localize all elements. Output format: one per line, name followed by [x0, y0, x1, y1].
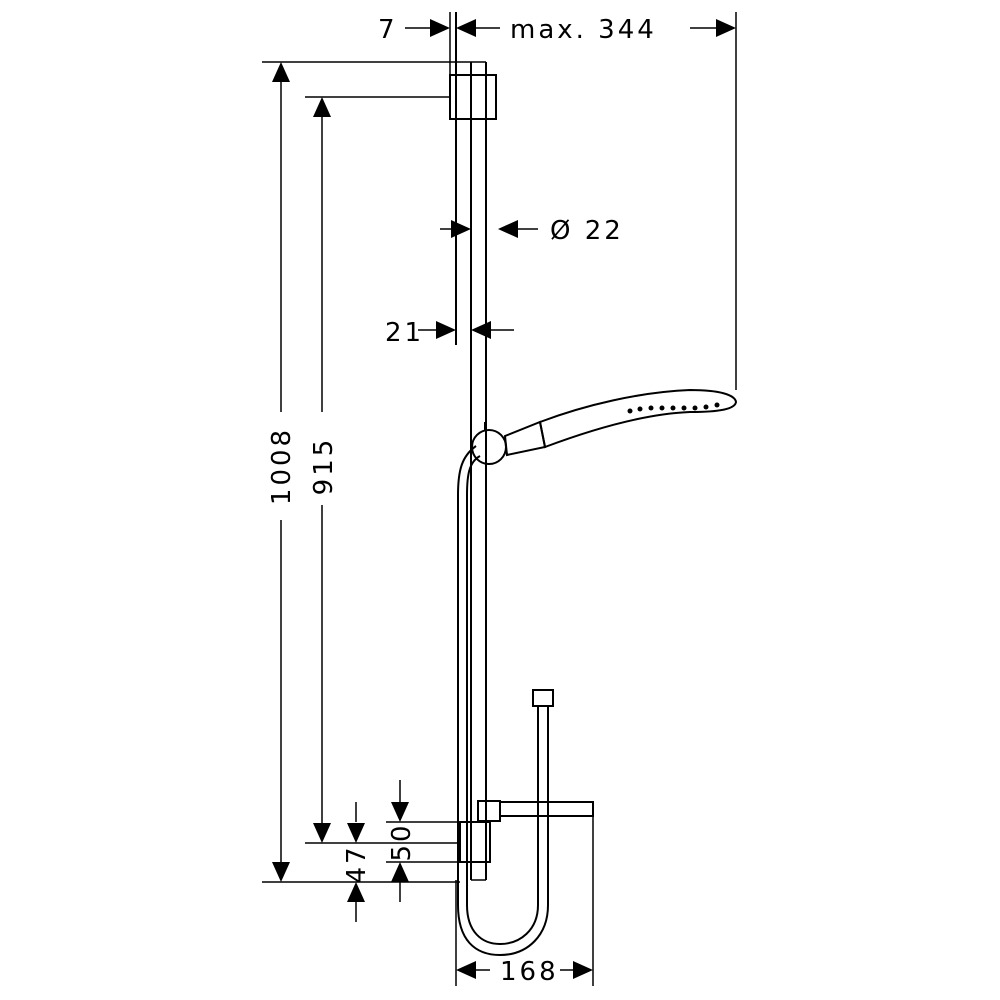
total-height-label: 1008 [267, 427, 297, 505]
shower-hose [457, 445, 549, 957]
bottom-50-label: 50 [387, 822, 417, 861]
fixing-distance-label: 915 [309, 437, 339, 496]
hand-shower [471, 388, 738, 465]
dimension-base-width: 168 [455, 816, 594, 987]
base-width-label: 168 [500, 957, 559, 987]
bottom-wall-bracket [459, 821, 491, 863]
dimension-total-height: 1008 [262, 61, 471, 883]
bottom-47-label: 47 [342, 844, 372, 883]
max-width-label: max. 344 [510, 15, 657, 45]
dimension-bottom-50: 50 [386, 780, 460, 902]
dimension-top-offset: 7 [378, 12, 476, 75]
soap-dish [477, 800, 594, 822]
top-offset-label: 7 [378, 15, 398, 45]
diameter-label: Ø 22 [550, 216, 624, 246]
dimension-bottom-47: 47 [342, 802, 372, 922]
rail-offset-label: 21 [385, 318, 424, 348]
dimension-rail-offset: 21 [385, 318, 514, 348]
hose-connector [532, 689, 554, 707]
shower-rail [455, 12, 487, 881]
spray-nozzles [627, 402, 720, 414]
dimension-fixing-distance: 915 [305, 96, 460, 844]
dimension-diameter: Ø 22 [440, 216, 624, 246]
dimension-max-width: max. 344 [476, 12, 737, 390]
